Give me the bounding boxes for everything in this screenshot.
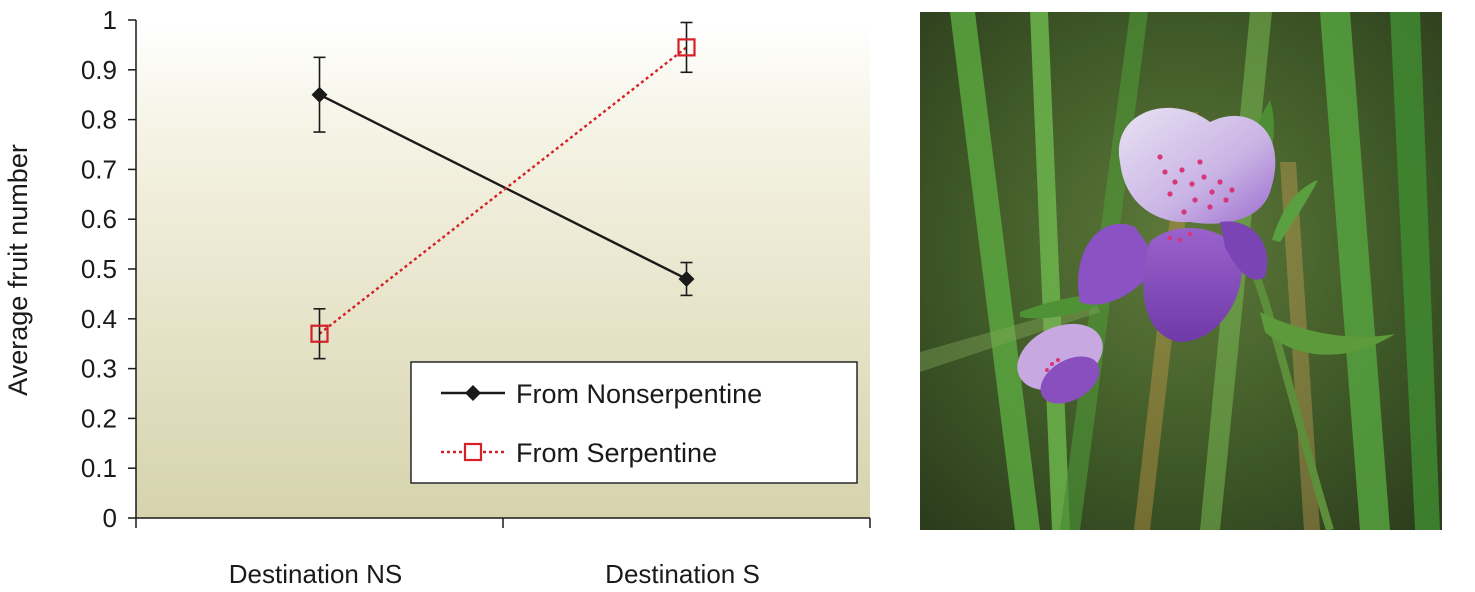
y-tick-label: 0.9 [81,55,117,85]
x-category-label: Destination NS [229,559,402,589]
y-tick-label: 0.7 [81,154,117,184]
y-tick-label: 0.2 [81,403,117,433]
y-tick-label: 0 [103,503,117,533]
y-axis: 0 0.1 0.2 0.3 0.4 0.5 0.6 0.7 0.8 0.9 1 [81,5,137,533]
legend-label: From Serpentine [516,438,717,468]
legend-box [410,361,858,484]
data-point [310,324,329,343]
flower-photo [920,12,1442,530]
y-tick-label: 0.6 [81,204,117,234]
flower-bud [1017,323,1103,404]
series-serpentine [310,21,696,360]
legend-item: From Nonserpentine [441,379,762,409]
y-tick-label: 0.3 [81,354,117,384]
x-axis: Destination NS Destination S [135,517,871,589]
legend-marker [463,442,483,462]
y-tick-label: 0.8 [81,105,117,135]
y-tick-label: 0.5 [81,254,117,284]
series-nonserpentine [311,56,695,297]
x-category-label: Destination S [605,559,760,589]
main-flower [1078,107,1276,342]
legend-marker [465,385,481,401]
y-axis-title: Average fruit number [3,144,33,396]
y-tick-label: 1 [103,5,117,35]
series-line [318,93,688,281]
y-tick-label: 0.4 [81,304,117,334]
data-point [677,38,696,57]
y-tick-label: 0.1 [81,453,117,483]
legend-item: From Serpentine [441,438,717,468]
data-point [311,86,328,103]
series-layer [310,21,696,360]
legend-label: From Nonserpentine [516,379,762,409]
chart: 0 0.1 0.2 0.3 0.4 0.5 0.6 0.7 0.8 0.9 1 Destinatio… [3,5,871,589]
data-point [678,270,695,287]
